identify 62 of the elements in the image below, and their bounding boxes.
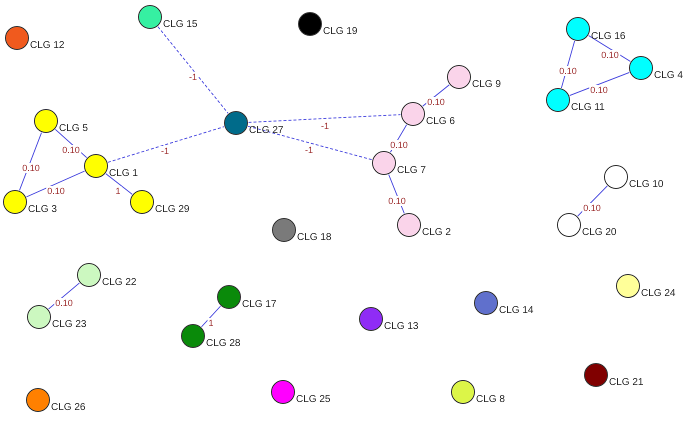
node-label: CLG 27 <box>249 125 284 137</box>
edge-label: 0.10 <box>21 163 41 173</box>
node-label: CLG 4 <box>654 70 683 82</box>
edge-label: -1 <box>304 145 314 155</box>
edge-label: -1 <box>320 121 330 131</box>
connector-line <box>26 170 86 198</box>
dashed-connector-line <box>248 114 401 123</box>
edge-label: 1 <box>208 318 214 328</box>
node-label: CLG 26 <box>51 402 86 414</box>
connector-line <box>577 185 608 217</box>
connector-line <box>588 35 631 62</box>
node-label: CLG 12 <box>30 40 64 52</box>
edge-label: 0.10 <box>61 145 81 155</box>
node-label: CLG 3 <box>28 204 57 216</box>
node-label: CLG 5 <box>59 123 88 135</box>
node-label: CLG 25 <box>296 394 330 406</box>
connector-line <box>54 128 88 158</box>
node-label: CLG 17 <box>242 299 276 311</box>
node-label: CLG 16 <box>591 31 626 43</box>
connector-line <box>19 132 42 191</box>
edge-label: 0.10 <box>426 97 446 107</box>
node-label: CLG 9 <box>472 79 501 91</box>
edge-label: 0.10 <box>389 140 409 150</box>
node-label: CLG 14 <box>499 305 534 317</box>
node-label: CLG 23 <box>52 319 86 331</box>
dashed-connector-line <box>157 26 229 114</box>
node-label: CLG 6 <box>426 116 455 128</box>
edge-label: 0.10 <box>54 298 74 308</box>
edge-label: 0.10 <box>46 186 66 196</box>
node-label: CLG 28 <box>206 338 240 350</box>
node-label: CLG 20 <box>582 227 616 239</box>
connector-line <box>422 84 450 107</box>
node-label: CLG 15 <box>163 19 198 31</box>
node-label: CLG 2 <box>422 227 451 239</box>
connector-line <box>201 306 221 328</box>
connector-line <box>569 72 630 96</box>
node-label: CLG 7 <box>397 165 426 177</box>
node-label: CLG 11 <box>571 102 605 114</box>
node-label: CLG 10 <box>629 179 664 191</box>
node-label: CLG 21 <box>609 377 644 389</box>
node-label: CLG 19 <box>323 26 358 38</box>
dashed-connector-line <box>248 126 372 160</box>
connector-line <box>48 282 80 310</box>
edge-label: 0.10 <box>589 85 609 95</box>
node-label: CLG 13 <box>384 321 418 333</box>
connector-line <box>105 173 133 195</box>
edge-label: 0.10 <box>387 196 407 206</box>
node-label: CLG 24 <box>641 288 676 300</box>
node-label: CLG 29 <box>155 204 190 216</box>
edge-label: 0.10 <box>600 50 620 60</box>
node-label: CLG 8 <box>476 394 505 406</box>
edge-label: 1 <box>114 186 122 196</box>
node-label: CLG 22 <box>102 277 136 289</box>
connector-line <box>388 174 405 214</box>
edge-label: -1 <box>160 146 170 156</box>
node-label: CLG 18 <box>297 232 332 244</box>
edge-label: -1 <box>188 72 198 82</box>
dashed-connector-line <box>107 126 225 163</box>
edge-label: 0.10 <box>582 203 602 213</box>
node-label: CLG 1 <box>109 168 138 180</box>
edge-label: 0.10 <box>558 66 578 76</box>
connector-line <box>560 40 576 88</box>
